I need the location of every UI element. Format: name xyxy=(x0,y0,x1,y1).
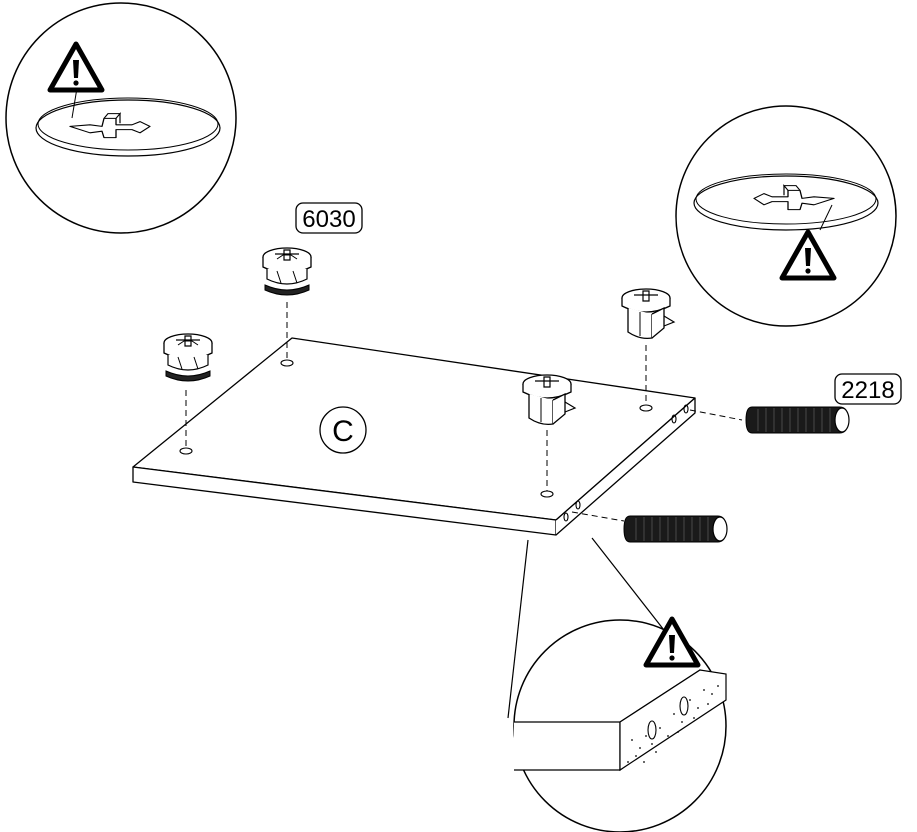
panel-c: C xyxy=(132,337,696,536)
part-label-6030: 6030 xyxy=(295,202,363,234)
cam-lock-with-ring xyxy=(262,247,312,296)
panel-label-circle xyxy=(319,406,367,454)
cam-hole xyxy=(280,359,294,367)
guide-lines xyxy=(185,302,743,522)
edge-hole xyxy=(647,720,657,740)
part-code: 2218 xyxy=(841,377,894,404)
part-code: 6030 xyxy=(302,206,355,233)
detail-circle-cam-orientation-right xyxy=(675,105,897,327)
panel-letter: C xyxy=(332,415,354,448)
detail-circle-cam-orientation-left xyxy=(5,2,237,234)
edge-hole xyxy=(563,512,569,522)
dowel xyxy=(745,406,850,434)
detail-circle-edge-holes xyxy=(507,537,727,832)
cam-hole xyxy=(639,404,653,412)
edge-hole xyxy=(679,696,689,716)
dowel xyxy=(623,515,728,543)
cam-lock-with-ring xyxy=(163,333,213,382)
cam-hole xyxy=(179,447,193,455)
cam-lock xyxy=(621,288,675,340)
edge-hole xyxy=(683,404,689,414)
edge-hole xyxy=(575,500,581,510)
edge-hole xyxy=(671,414,677,424)
part-label-2218: 2218 xyxy=(834,373,902,405)
